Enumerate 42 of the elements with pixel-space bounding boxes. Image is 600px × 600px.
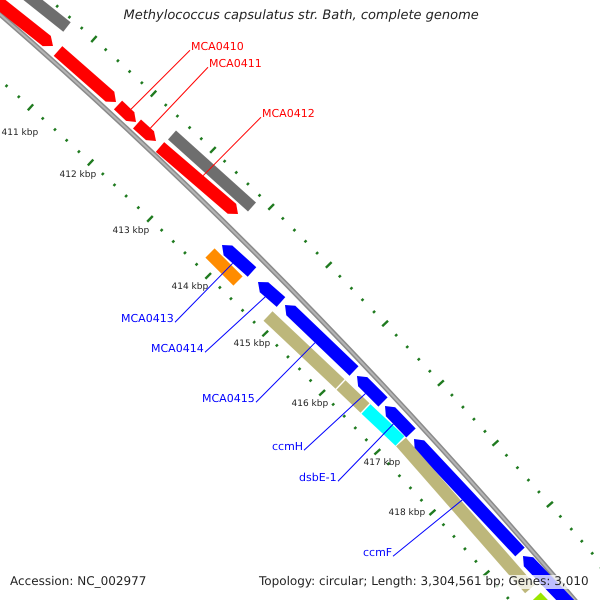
gene-label: ccmH <box>272 440 304 454</box>
gene-label: MCA0411 <box>209 58 262 70</box>
gene-label: MCA0415 <box>202 392 255 406</box>
scale-label: 415 kbp <box>234 339 270 350</box>
gene-block <box>385 406 416 438</box>
gene-label: MCA0412 <box>262 108 315 120</box>
leader-line <box>130 50 190 110</box>
scale-label: 412 kbp <box>60 170 96 180</box>
gene-block <box>133 120 156 141</box>
gene-block <box>222 245 256 277</box>
scale-label: 413 kbp <box>112 226 150 236</box>
leader-line <box>174 262 234 323</box>
gene-label: ccmF <box>363 546 392 560</box>
scale-label: 418 kbp <box>388 508 426 518</box>
scale-label: 414 kbp <box>172 282 208 292</box>
leader-line <box>392 499 463 557</box>
feature-bar <box>362 404 404 446</box>
gene-block <box>156 142 238 214</box>
scale-label: 416 kbp <box>292 399 328 410</box>
gene-label: MCA0414 <box>151 342 204 356</box>
scale-label: 417 kbp <box>364 458 400 468</box>
footer-text: Accession: NC_002977 <box>8 575 148 589</box>
footer-text: Topology: circular; Length: 3,304,561 bp; Genes: 3,010 <box>257 575 591 589</box>
gene-block <box>285 305 358 376</box>
feature-bar <box>336 380 370 413</box>
leader-line <box>150 66 208 129</box>
title: Methylococcus capsulatus str. Bath, complete genome <box>124 9 479 24</box>
leader-line <box>202 116 262 176</box>
leader-line <box>304 393 366 451</box>
gene-block <box>114 100 136 122</box>
gene-block <box>54 46 116 102</box>
gene-label: MCA0413 <box>121 312 174 326</box>
leader-line <box>338 424 394 482</box>
leader-line <box>204 296 266 353</box>
scale-label: 411 kbp <box>2 128 38 138</box>
gene-label: dsbE-1 <box>299 472 337 484</box>
gene-block <box>258 282 286 307</box>
gene-block <box>0 0 53 46</box>
gene-label: MCA0410 <box>191 40 244 54</box>
feature-bar <box>168 130 256 212</box>
leader-line <box>256 342 316 403</box>
gene-block <box>357 376 388 407</box>
